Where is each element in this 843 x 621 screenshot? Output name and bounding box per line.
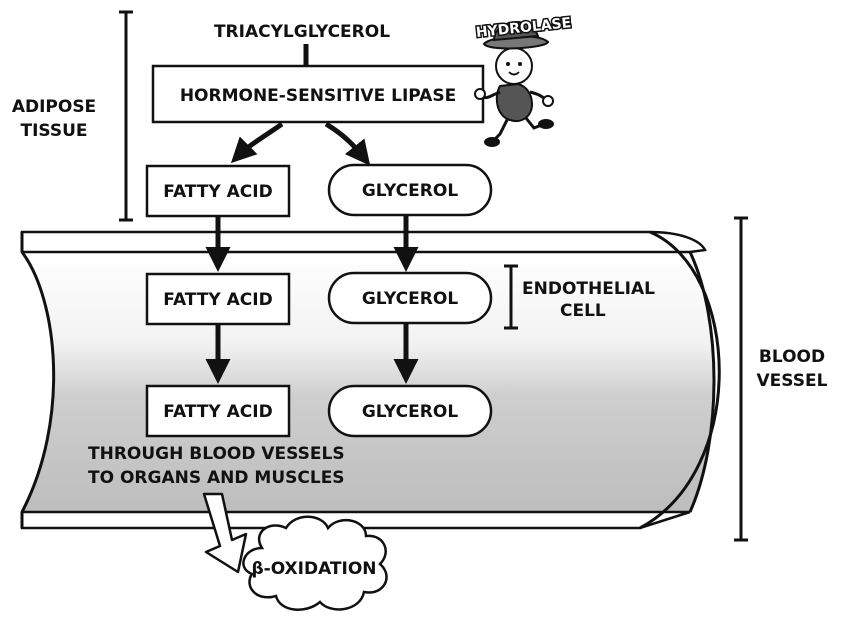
triacylglycerol-label: TRIACYLGLYCEROL	[214, 22, 390, 42]
mascot-left-hand	[474, 88, 486, 100]
mascot-left-leg	[492, 117, 510, 142]
fatty-acid-label-endothelial: FATTY ACID	[163, 290, 272, 310]
through-label-line2: TO ORGANS AND MUSCLES	[88, 468, 345, 488]
vessel-left-edge	[20, 251, 56, 513]
mascot-left-shoe	[484, 137, 500, 147]
mascot-hat-crown	[492, 21, 540, 42]
adipose-label-line2: TISSUE	[20, 121, 87, 141]
fatty-acid-label-blood: FATTY ACID	[163, 402, 272, 422]
mascot-left-eye	[506, 62, 510, 66]
endothelial-label-line2: CELL	[560, 301, 606, 321]
fatty-acid-label-adipose: FATTY ACID	[163, 182, 272, 202]
mascot-right-shoe	[538, 119, 554, 129]
through-label-line1: THROUGH BLOOD VESSELS	[88, 444, 345, 464]
endothelial-bracket	[504, 264, 518, 330]
mascot-head	[495, 47, 533, 85]
glycerol-box-blood	[327, 384, 493, 438]
vessel-right-edge-inner	[688, 251, 716, 513]
beta-oxidation-cloud	[242, 515, 388, 611]
lipase-box	[151, 64, 485, 124]
vessel-top-wall	[20, 230, 707, 254]
blood-vessel-label-line2: VESSEL	[757, 371, 828, 391]
hydrolase-mascot: HYDROLASE	[474, 14, 573, 147]
mascot-mouth	[508, 71, 520, 76]
glycerol-box-adipose	[327, 163, 493, 217]
mascot-right-hand	[542, 95, 554, 107]
glycerol-label-blood: GLYCEROL	[362, 402, 458, 422]
endothelial-label-line1: ENDOTHELIAL	[522, 279, 655, 299]
adipose-bracket	[119, 10, 133, 222]
mascot-right-eye	[518, 62, 522, 66]
vessel-right-edge-outer	[639, 230, 721, 530]
arrow-to-beta-oxidation	[202, 492, 248, 574]
arrow-lipase-to-glycerol	[324, 121, 371, 166]
glycerol-box-endothelial	[327, 271, 493, 325]
arrow-lipase-to-fatty-acid	[230, 121, 284, 164]
adipose-label-line1: ADIPOSE	[12, 97, 96, 117]
blood-vessel-bracket	[734, 216, 748, 542]
beta-oxidation-label: β-OXIDATION	[251, 559, 376, 579]
blood-vessel-label-line1: BLOOD	[759, 347, 825, 367]
lipase-label: HORMONE-SENSITIVE LIPASE	[180, 86, 456, 106]
mascot-body	[495, 82, 534, 122]
fatty-acid-box-blood	[145, 384, 291, 438]
glycerol-label-endothelial: GLYCEROL	[362, 289, 458, 309]
fatty-acid-box-endothelial	[145, 272, 291, 326]
glycerol-label-adipose: GLYCEROL	[362, 181, 458, 201]
